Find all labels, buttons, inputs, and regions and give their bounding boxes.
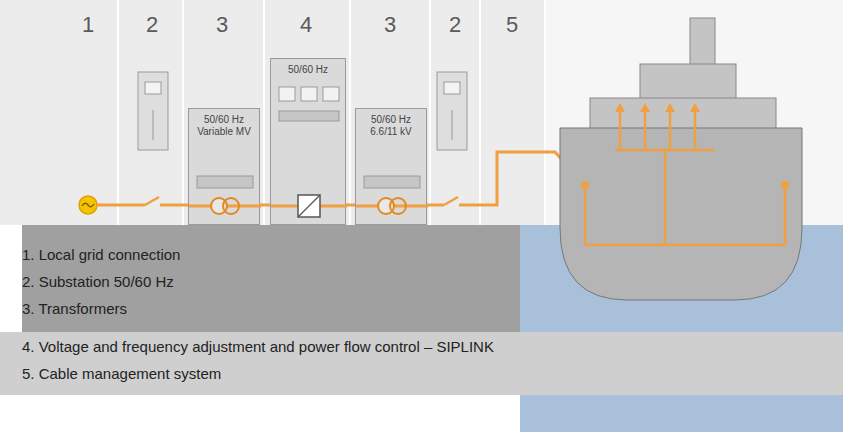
converter-box: 50/60 Hz bbox=[270, 58, 346, 225]
transformer-box: 50/60 Hz Variable MV bbox=[188, 108, 260, 225]
equipment-symbol bbox=[271, 59, 347, 226]
power-wire bbox=[260, 204, 270, 207]
transformer-box: 50/60 Hz 6.6/11 kV bbox=[355, 108, 427, 225]
callout-number: 5 bbox=[506, 12, 518, 38]
rating-text: 50/60 Hz 6.6/11 kV bbox=[356, 109, 426, 137]
legend-item: 1. Local grid connection bbox=[22, 246, 180, 263]
callout-number: 3 bbox=[216, 12, 228, 38]
legend-item: 3. Transformers bbox=[22, 300, 127, 317]
power-wire bbox=[346, 204, 355, 207]
grid-source-symbol bbox=[79, 196, 97, 214]
rating-text: 50/60 Hz bbox=[271, 59, 345, 76]
callout-number: 4 bbox=[300, 12, 312, 38]
legend-panel bbox=[22, 225, 520, 332]
ship bbox=[560, 18, 802, 300]
callout-number: 3 bbox=[384, 12, 396, 38]
legend-item: 4. Voltage and frequency adjustment and … bbox=[22, 338, 494, 355]
substation-cabinet bbox=[138, 72, 168, 150]
load-arrows bbox=[581, 103, 789, 189]
callout-number: 2 bbox=[449, 12, 461, 38]
column-band bbox=[0, 0, 545, 225]
substation-cabinet bbox=[437, 72, 467, 150]
legend-item: 2. Substation 50/60 Hz bbox=[22, 273, 174, 290]
column-dividers bbox=[118, 0, 545, 225]
onboard-distribution bbox=[585, 110, 785, 245]
callout-number: 1 bbox=[82, 12, 94, 38]
legend-item: 5. Cable management system bbox=[22, 365, 221, 382]
rating-text: 50/60 Hz Variable MV bbox=[189, 109, 259, 137]
callout-number: 2 bbox=[146, 12, 158, 38]
legend-band bbox=[0, 332, 843, 395]
